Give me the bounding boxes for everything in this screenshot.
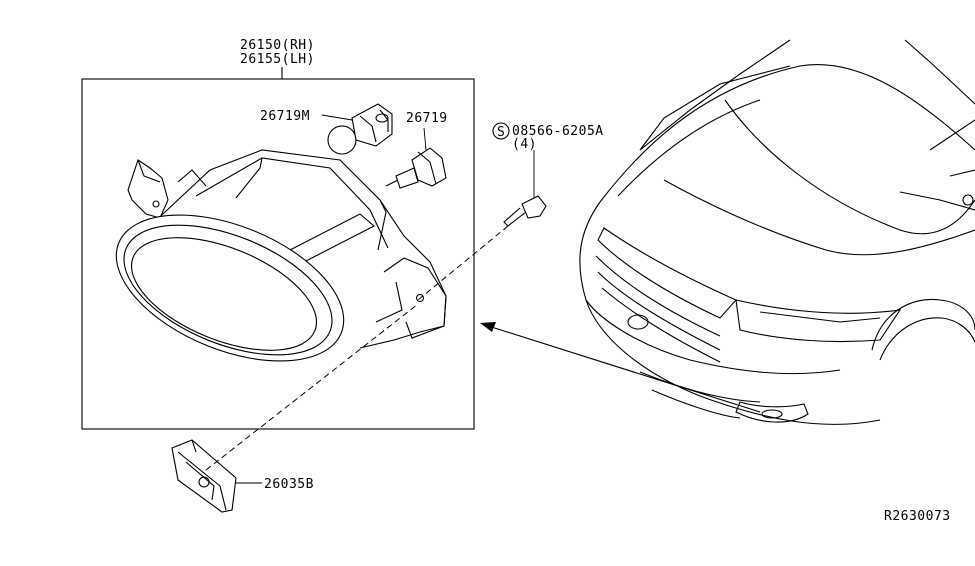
clip-label: 26035B xyxy=(264,477,314,492)
bulb-26719m-leader xyxy=(321,114,353,121)
vehicle-front-illustration xyxy=(579,39,975,425)
assembly-lh-label: 26155(LH) xyxy=(240,52,315,67)
clip-illustration xyxy=(171,439,237,513)
location-arrow xyxy=(480,322,761,413)
assembly-rh-label: 26150(RH) xyxy=(240,38,315,53)
screw-s-symbol: S xyxy=(492,122,510,140)
bulb-26719-label: 26719 xyxy=(406,111,448,126)
clip-dashed-line xyxy=(205,303,419,471)
screw-illustration xyxy=(503,195,547,227)
bulb-26719-illustration xyxy=(385,147,447,189)
screw-qty-label: (4) xyxy=(512,137,537,152)
fog-lamp-housing xyxy=(115,149,447,362)
bulb-26719-leader xyxy=(423,127,427,151)
diagram-code: R2630073 xyxy=(884,509,951,524)
svg-text:S: S xyxy=(497,125,505,140)
screw-dashed-line xyxy=(417,225,509,301)
bulb-26719m-illustration xyxy=(327,103,393,155)
screw-part-label: 08566-6205A xyxy=(512,124,604,139)
bulb-26719m-label: 26719M xyxy=(260,109,310,124)
